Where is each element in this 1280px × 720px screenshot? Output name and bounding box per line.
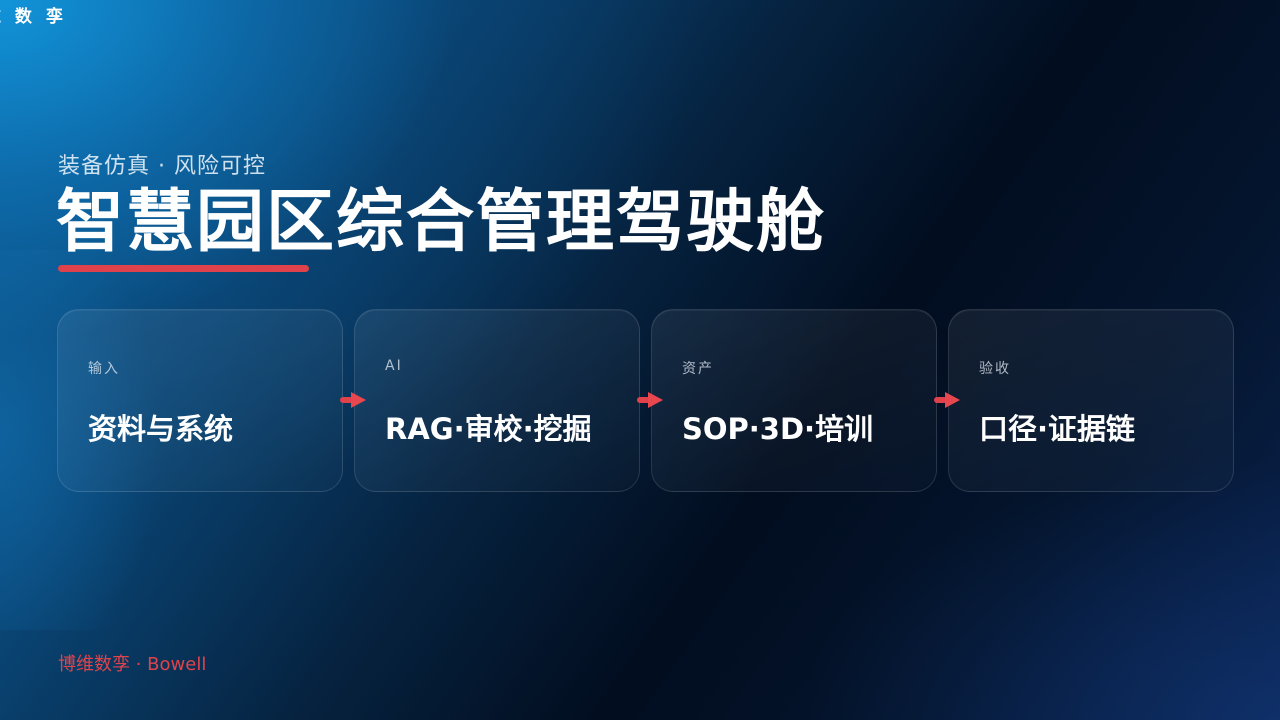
slide-title: 智慧园区综合管理驾驶舱 [56, 183, 827, 262]
pipeline-cards: 输入 资料与系统 AI RAG·审校·挖掘 资产 SOP·3D·培训 验收 口径… [57, 309, 1234, 492]
card-label: 输入 [88, 361, 120, 377]
card-value: RAG·审校·挖掘 [385, 412, 592, 446]
title-underline-accent [58, 265, 309, 272]
arrow-right-icon [934, 392, 960, 408]
card-value: 资料与系统 [88, 412, 234, 446]
pipeline-card-ai: AI RAG·审校·挖掘 [354, 309, 663, 492]
footer-brand: 博维数孪 · Bowell [58, 654, 207, 675]
corner-logo: 维 数 孪 [0, 7, 67, 27]
card-value: 口径·证据链 [979, 412, 1136, 446]
pipeline-card-input: 输入 资料与系统 [57, 309, 366, 492]
card-label: AI [385, 358, 403, 374]
card-label: 资产 [682, 361, 714, 377]
pipeline-card-acceptance: 验收 口径·证据链 [948, 309, 1234, 492]
card-value: SOP·3D·培训 [682, 412, 874, 446]
arrow-right-icon [340, 392, 366, 408]
card-label: 验收 [979, 361, 1011, 377]
arrow-right-icon [637, 392, 663, 408]
slide-subtitle: 装备仿真 · 风险可控 [58, 154, 266, 179]
pipeline-card-assets: 资产 SOP·3D·培训 [651, 309, 960, 492]
